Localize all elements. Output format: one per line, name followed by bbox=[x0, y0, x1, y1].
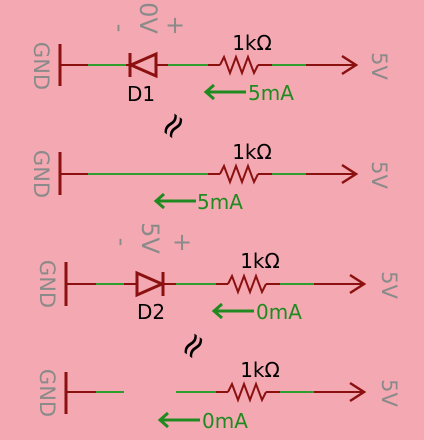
plus-sign: + bbox=[172, 228, 192, 256]
supply-label: 5V bbox=[367, 52, 391, 80]
ground-label: GND bbox=[29, 42, 53, 90]
diode-voltage-label: 5V bbox=[136, 222, 164, 254]
resistor bbox=[227, 273, 267, 295]
supply-arrow bbox=[341, 163, 359, 185]
resistor bbox=[227, 381, 267, 403]
minus-sign: - bbox=[108, 238, 136, 247]
resistor-label: 1kΩ bbox=[232, 140, 272, 164]
circuit-2: GND 5V 1kΩ 5mA bbox=[29, 140, 391, 214]
current-label: 5mA bbox=[248, 81, 294, 105]
diode-label: D2 bbox=[137, 300, 165, 324]
ground-label: GND bbox=[35, 369, 59, 417]
current-label: 0mA bbox=[256, 300, 302, 324]
current-arrow bbox=[153, 192, 196, 210]
supply-label: 5V bbox=[377, 379, 401, 407]
supply-arrow bbox=[349, 381, 367, 403]
minus-sign: - bbox=[106, 24, 134, 33]
current-arrow bbox=[203, 83, 246, 101]
circuit-1: GND 5V 1kΩ D1 0V - + 5mA bbox=[29, 2, 391, 106]
resistor-label: 1kΩ bbox=[240, 358, 280, 382]
current-arrow bbox=[157, 411, 200, 429]
ground-label: GND bbox=[29, 150, 53, 198]
diode-label: D1 bbox=[127, 82, 155, 106]
supply-arrow bbox=[341, 54, 359, 76]
diode-voltage-label: 0V bbox=[134, 2, 162, 34]
resistor-label: 1kΩ bbox=[240, 249, 280, 273]
current-label: 5mA bbox=[197, 190, 243, 214]
current-label: 0mA bbox=[202, 409, 248, 433]
plus-sign: + bbox=[165, 11, 185, 39]
resistor bbox=[219, 163, 259, 185]
resistor-label: 1kΩ bbox=[232, 31, 272, 55]
resistor bbox=[219, 54, 259, 76]
current-arrow bbox=[211, 302, 254, 320]
ground-label: GND bbox=[35, 260, 59, 308]
circuit-4: GND 5V 1kΩ 0mA bbox=[35, 358, 401, 433]
supply-label: 5V bbox=[367, 161, 391, 189]
circuit-3: GND 5V 1kΩ D2 5V - + 0mA bbox=[35, 222, 401, 324]
supply-label: 5V bbox=[377, 271, 401, 299]
supply-arrow bbox=[349, 273, 367, 295]
